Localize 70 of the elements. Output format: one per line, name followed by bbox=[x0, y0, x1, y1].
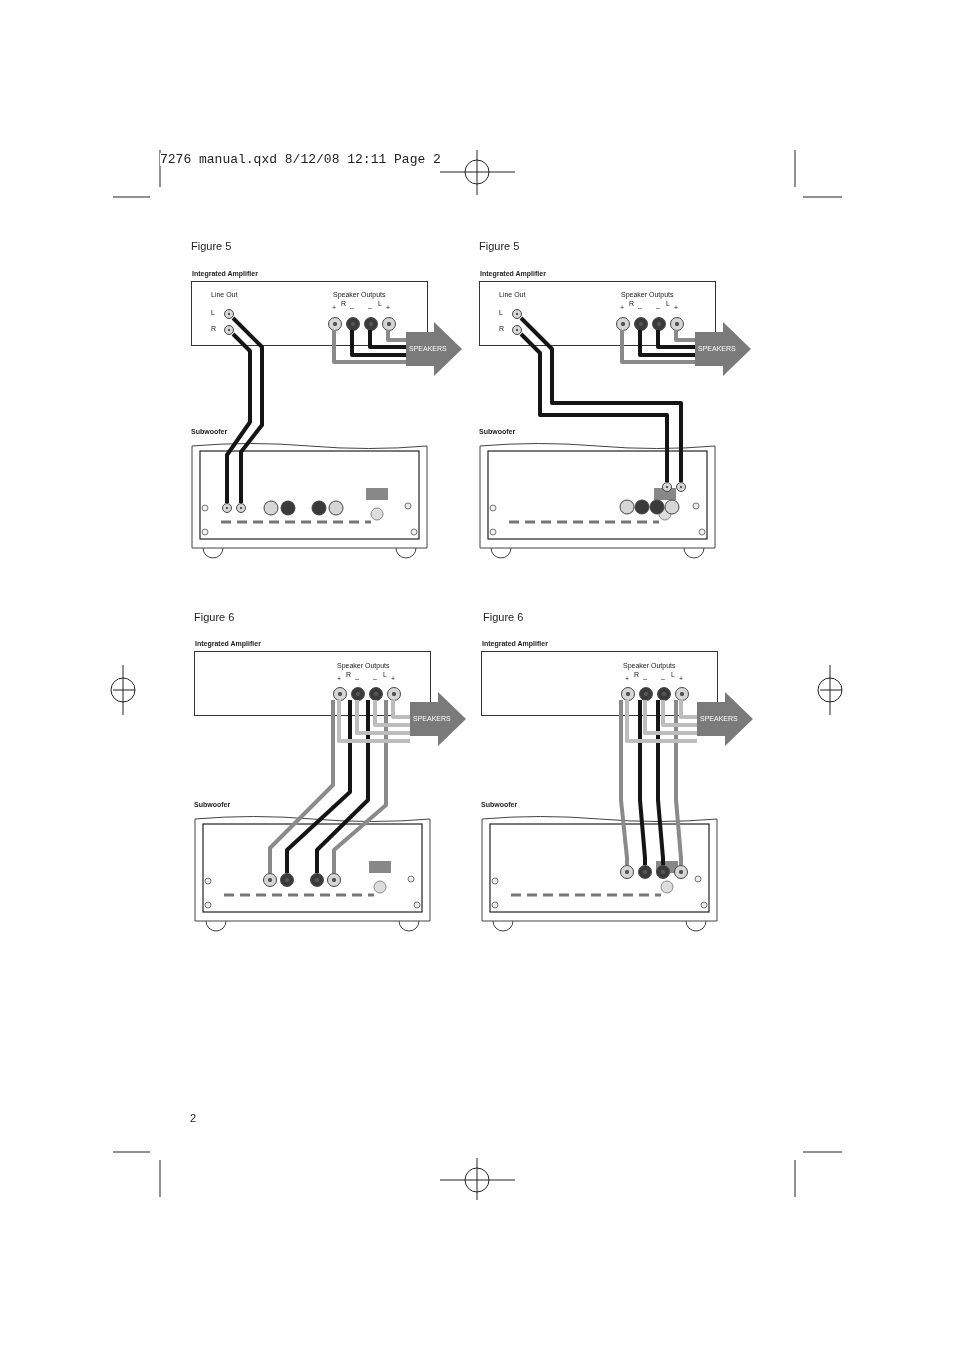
cable bbox=[225, 332, 252, 503]
cable bbox=[638, 700, 647, 865]
rca-jack bbox=[236, 503, 246, 513]
cable bbox=[350, 330, 406, 357]
rca-jack bbox=[224, 325, 234, 335]
rca-jack bbox=[224, 309, 234, 319]
cable bbox=[620, 330, 695, 364]
figure-caption: Figure 6 bbox=[194, 612, 235, 623]
cable bbox=[625, 700, 697, 743]
speaker-terminal bbox=[616, 317, 630, 331]
rca-jack bbox=[662, 482, 672, 492]
figure-caption: Figure 6 bbox=[483, 612, 524, 623]
cable bbox=[268, 700, 335, 873]
speaker-terminal bbox=[670, 317, 684, 331]
speaker-terminal bbox=[369, 687, 383, 701]
speaker-terminal bbox=[657, 687, 671, 701]
speakers-arrow bbox=[406, 322, 462, 376]
cable bbox=[674, 700, 683, 865]
cable bbox=[231, 316, 264, 503]
cable bbox=[315, 700, 370, 873]
speaker-terminal bbox=[638, 865, 652, 879]
cable bbox=[386, 330, 406, 342]
speaker-terminal bbox=[382, 317, 396, 331]
cable bbox=[332, 700, 388, 873]
cable bbox=[355, 700, 410, 735]
cable bbox=[661, 700, 697, 727]
speaker-terminal bbox=[328, 317, 342, 331]
rca-jack bbox=[512, 309, 522, 319]
cable bbox=[656, 700, 665, 865]
speakers-arrow bbox=[410, 692, 466, 746]
speaker-terminal bbox=[674, 865, 688, 879]
figure-caption: Figure 5 bbox=[479, 241, 520, 252]
print-slug: 7276 manual.qxd 8/12/08 12:11 Page 2 bbox=[160, 153, 441, 166]
speakers-arrow bbox=[695, 322, 751, 376]
rca-jack bbox=[512, 325, 522, 335]
speaker-terminal bbox=[263, 873, 277, 887]
speaker-terminal bbox=[652, 317, 666, 331]
cable bbox=[285, 700, 352, 873]
page-number: 2 bbox=[190, 1113, 197, 1124]
rca-jack bbox=[222, 503, 232, 513]
cable bbox=[373, 700, 410, 727]
cable bbox=[368, 330, 406, 349]
cable bbox=[679, 700, 697, 719]
rca-jack bbox=[676, 482, 686, 492]
speaker-terminal bbox=[333, 687, 347, 701]
cable bbox=[643, 700, 697, 735]
cable bbox=[619, 700, 629, 865]
cable bbox=[332, 330, 406, 364]
speaker-terminal bbox=[620, 865, 634, 879]
cable bbox=[391, 700, 410, 719]
speaker-terminal bbox=[351, 687, 365, 701]
speaker-terminal bbox=[346, 317, 360, 331]
speaker-terminal bbox=[387, 687, 401, 701]
speaker-terminal bbox=[280, 873, 294, 887]
speaker-terminal bbox=[656, 865, 670, 879]
speaker-terminal bbox=[634, 317, 648, 331]
cable bbox=[656, 330, 695, 349]
cable bbox=[337, 700, 410, 743]
speaker-terminal bbox=[310, 873, 324, 887]
figure-caption: Figure 5 bbox=[191, 241, 232, 252]
cable bbox=[519, 332, 669, 482]
cable bbox=[674, 330, 695, 342]
cable bbox=[519, 316, 683, 482]
speaker-terminal bbox=[675, 687, 689, 701]
speakers-arrow bbox=[697, 692, 753, 746]
speaker-terminal bbox=[639, 687, 653, 701]
speaker-terminal bbox=[327, 873, 341, 887]
speaker-terminal bbox=[621, 687, 635, 701]
speaker-terminal bbox=[364, 317, 378, 331]
cable bbox=[638, 330, 695, 357]
